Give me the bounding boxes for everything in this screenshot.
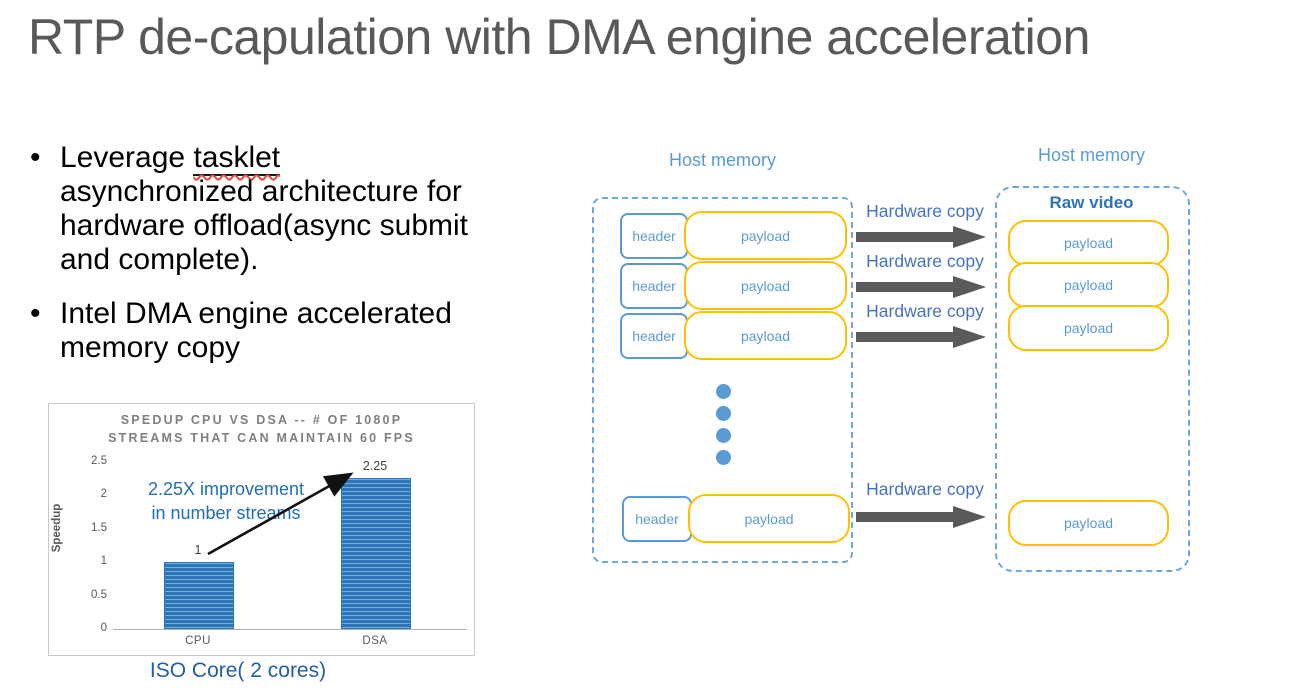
annotation-line-1: 2.25X improvement	[147, 479, 305, 499]
hardware-copy-arrow	[856, 276, 986, 298]
hardware-copy-arrow	[856, 326, 986, 348]
hardware-copy-label: Hardware copy	[866, 479, 984, 499]
bullet-text-post: asynchronized architecture for hardware …	[60, 175, 468, 276]
hardware-copy-label: Hardware copy	[866, 251, 984, 271]
y-tick-label: 2.5	[91, 454, 107, 467]
y-axis-label: Speedup	[51, 503, 63, 553]
payload-box: payload	[684, 211, 847, 260]
host-memory-left-container	[592, 197, 853, 563]
annotation-line-2: in number streams	[151, 503, 301, 523]
hardware-copy-label: Hardware copy	[866, 301, 984, 321]
bar-value-label: 2.25	[362, 459, 388, 473]
bullet-list: • Leverage tasklet asynchronized archite…	[30, 141, 570, 385]
chart-title-line-2: STREAMS THAT CAN MAINTAIN 60 FPS	[108, 430, 415, 445]
y-tick-label: 0.5	[91, 588, 107, 601]
header-box: header	[620, 263, 688, 309]
bullet-item-2: • Intel DMA engine accelerated memory co…	[30, 297, 570, 365]
payload-box: payload	[684, 261, 847, 310]
raw-payload-box: payload	[1008, 500, 1169, 546]
host-memory-right-label: Host memory	[1037, 145, 1145, 165]
ellipsis-dot	[716, 428, 731, 443]
header-box: header	[620, 313, 688, 359]
improvement-annotation: 2.25X improvement in number streams	[107, 477, 345, 525]
bar-value-label: 1	[194, 543, 202, 557]
header-box: header	[622, 496, 692, 542]
bullet-marker: •	[30, 141, 41, 174]
bar	[164, 562, 234, 630]
x-category-label: DSA	[362, 635, 388, 647]
bullet-text-1: Leverage tasklet asynchronized architect…	[60, 141, 468, 277]
y-tick-label: 1	[100, 555, 107, 567]
y-tick-label: 1.5	[91, 521, 107, 534]
bullet-text-2: Intel DMA engine accelerated memory copy	[60, 297, 452, 364]
raw-payload-box: payload	[1008, 262, 1169, 308]
ellipsis-dot	[716, 450, 731, 465]
payload-box: payload	[684, 311, 847, 360]
hardware-copy-arrow	[856, 226, 986, 248]
hardware-copy-label: Hardware copy	[866, 201, 984, 221]
payload-box: payload	[688, 494, 850, 543]
raw-payload-box: payload	[1008, 220, 1169, 266]
chart-title: SPEDUP CPU VS DSA -- # OF 1080P STREAMS …	[49, 412, 474, 447]
bullet-item-1: • Leverage tasklet asynchronized archite…	[30, 141, 570, 277]
raw-video-label: Raw video	[1049, 193, 1134, 212]
y-tick-label: 2	[100, 488, 107, 500]
speedup-chart: SPEDUP CPU VS DSA -- # OF 1080P STREAMS …	[48, 403, 475, 656]
hardware-copy-arrow	[856, 506, 986, 528]
host-memory-right-container	[995, 186, 1190, 572]
bullet-text-pre: Leverage	[60, 141, 194, 174]
x-category-label: CPU	[185, 635, 211, 647]
chart-title-line-1: SPEDUP CPU VS DSA -- # OF 1080P	[120, 413, 403, 427]
chart-caption: ISO Core( 2 cores)	[149, 659, 327, 682]
x-axis-line	[113, 629, 467, 630]
host-memory-left-label: Host memory	[668, 150, 776, 170]
bullet-marker: •	[30, 297, 41, 330]
raw-payload-box: payload	[1008, 305, 1169, 351]
ellipsis-dot	[716, 384, 731, 399]
bar	[341, 478, 411, 630]
header-box: header	[620, 213, 688, 259]
misspelled-word: tasklet	[193, 141, 281, 176]
y-tick-label: 0	[100, 622, 107, 634]
slide-title: RTP de-capulation with DMA engine accele…	[28, 9, 1090, 65]
ellipsis-dot	[716, 406, 731, 421]
